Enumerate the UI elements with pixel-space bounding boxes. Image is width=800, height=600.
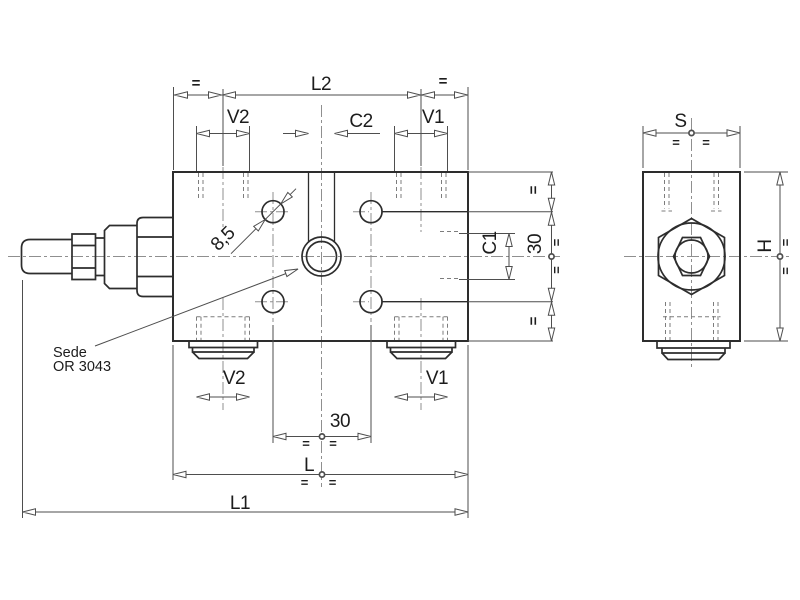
dim-label-l: L [304, 455, 314, 476]
equal-mark: = [549, 238, 564, 246]
dimension-arrowheads [22, 91, 784, 516]
center-port-outer [301, 236, 342, 277]
dim-label-v1-top: V1 [422, 107, 444, 128]
side-view [624, 118, 790, 370]
mounting-hole [261, 199, 285, 224]
dimension-lines [22, 94, 781, 513]
equal-mark: = [549, 266, 564, 274]
dim-label-c2: C2 [349, 111, 372, 132]
side-block-body [642, 171, 741, 342]
dim-label-h: H [755, 239, 776, 252]
bore-edge-lines [307, 172, 468, 303]
dim-label-s: S [674, 111, 686, 132]
hex-socket-circle [674, 239, 709, 274]
dim-label-v1-bottom: V1 [426, 368, 448, 389]
equal-mark-top-left: = [192, 75, 201, 92]
equal-mark: = [329, 436, 337, 451]
dim-label-30-bottom: 30 [330, 411, 350, 432]
dimension-dot [318, 433, 326, 440]
dimension-dot [688, 129, 695, 137]
dim-label-l1: L1 [230, 493, 250, 514]
equal-mark: = [329, 475, 337, 490]
dim-label-v2-top: V2 [227, 107, 249, 128]
equal-mark: = [672, 135, 680, 150]
seat-note-line2: OR 3043 [53, 359, 111, 375]
dim-label-v2-bottom: V2 [223, 368, 245, 389]
equal-mark: = [778, 267, 793, 275]
dimension-dot [776, 253, 784, 260]
adjustment-screw [20, 216, 174, 298]
equal-mark: = [302, 436, 310, 451]
equal-mark: = [778, 238, 793, 246]
side-port-boss [656, 341, 731, 361]
front-view [8, 105, 560, 487]
dim-label-c1: C1 [480, 231, 501, 254]
dimension-dot [548, 253, 555, 260]
centerlines [8, 105, 560, 487]
extension-lines [22, 87, 788, 518]
dimension-dot [318, 471, 326, 478]
equal-mark: = [301, 475, 309, 490]
dim-label-l2: L2 [311, 74, 331, 95]
side-hidden-lines [661, 173, 722, 341]
mounting-hole [261, 289, 285, 314]
seat-note-line1: Sede [53, 345, 87, 361]
hex-plug-outer [657, 217, 726, 296]
equal-mark-top-right: = [439, 73, 448, 90]
center-port-inner [305, 240, 338, 273]
equal-mark: = [702, 135, 710, 150]
dim-label-30-right: 30 [525, 234, 546, 254]
equal-mark: = [526, 185, 543, 194]
port-boss-v1 [386, 341, 457, 360]
port-boss-v2 [188, 341, 259, 360]
hex-plug-chamfer-circle [657, 222, 726, 291]
equal-mark: = [526, 316, 543, 325]
hex-socket [672, 236, 711, 277]
side-centerlines [624, 118, 790, 370]
